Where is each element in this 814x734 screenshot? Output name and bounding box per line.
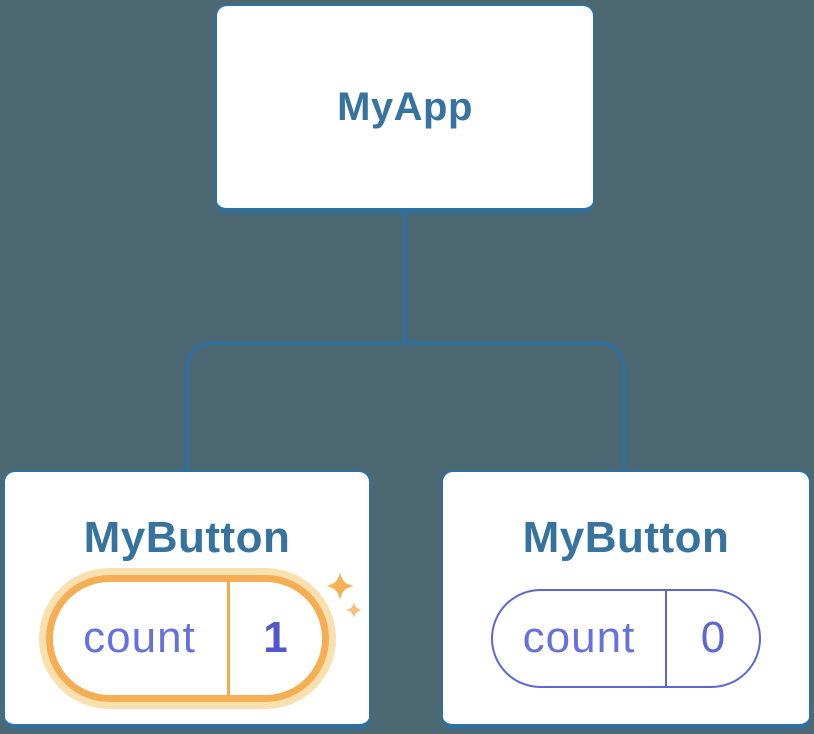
child-component-card: MyButton count 0 <box>441 470 811 729</box>
state-pill-wrap: count 1 <box>5 565 369 711</box>
state-pill-highlighted: count 1 <box>45 574 329 702</box>
child-component-label: MyButton <box>522 513 730 562</box>
sparkle-large-icon <box>326 572 354 600</box>
connector-branch <box>185 341 626 470</box>
root-component-card: MyApp <box>215 4 595 213</box>
child-component-card-highlighted: MyButton count 1 <box>3 470 371 729</box>
state-name-label: count <box>53 581 230 695</box>
state-name-label: count <box>493 590 667 686</box>
root-component-label: MyApp <box>337 84 473 129</box>
sparkles-icon <box>326 572 362 618</box>
state-pill: count 0 <box>491 588 761 688</box>
state-pill-wrap: count 0 <box>443 565 809 711</box>
state-value: 0 <box>700 613 726 662</box>
sparkle-small-icon <box>346 602 362 618</box>
child-component-label: MyButton <box>83 513 291 562</box>
state-value: 1 <box>263 613 288 662</box>
